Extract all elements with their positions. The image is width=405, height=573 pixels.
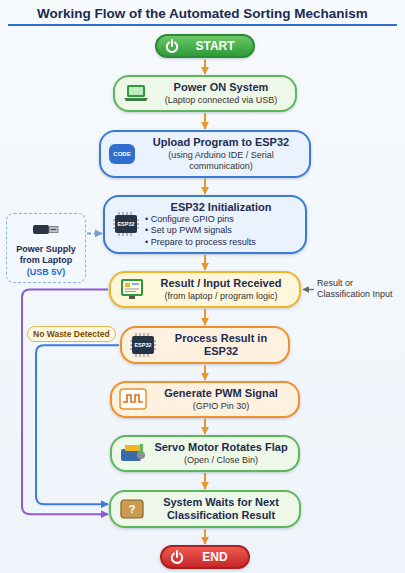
flow-arrow [204, 59, 206, 74]
power-icon [169, 549, 185, 565]
wave-icon [119, 387, 147, 411]
node-subtext: (USB 5V) [11, 267, 81, 278]
bullet-item: • Prepare to process results [145, 237, 297, 248]
flow-arrow [204, 529, 206, 544]
flow-arrow [204, 419, 206, 434]
power-symbol [164, 38, 180, 54]
motor-icon [119, 441, 147, 465]
leader-line [303, 289, 314, 290]
flow-arrow [204, 255, 206, 270]
icon-label: ESP32 [112, 212, 140, 236]
callout-note: Result or Classification Input [317, 278, 401, 300]
process-box: ESP32 ESP32 Initialization• Configure GPI… [103, 195, 307, 254]
flow-arrow [204, 179, 206, 194]
node-subtext: (Open / Close Bin) [152, 455, 290, 466]
box-icon: ? [118, 497, 146, 521]
chip-icon: ESP32 [112, 212, 140, 236]
node-heading: System Waits for Next Classification Res… [151, 496, 291, 522]
process-box: Servo Motor Rotates Flap(Open / Close Bi… [110, 435, 300, 472]
node-heading: END [192, 550, 238, 564]
wave-symbol [119, 387, 147, 411]
icon-label: ESP32 [129, 333, 157, 357]
node-heading: Power ON System [155, 81, 287, 94]
node-heading: Upload Program to ESP32 [141, 136, 301, 149]
node-heading: Result / Input Received [151, 277, 291, 290]
motor-symbol [119, 441, 147, 465]
process-box: CODE Upload Program to ESP32(using Arduin… [99, 130, 311, 178]
process-box: Generate PWM Signal(GPIO Pin 30) [110, 381, 300, 418]
node-heading: Generate PWM Signal [152, 387, 290, 400]
bullet-item: • Set up PWM signals [145, 225, 297, 236]
node-heading: ESP32 Initialization [145, 201, 297, 214]
process-box: Result / Input Received(from laptop / pr… [109, 271, 301, 308]
node-heading: Servo Motor Rotates Flap [152, 441, 290, 454]
node-heading: START [187, 39, 243, 53]
process-box: Power ON System(Laptop connected via USB… [113, 75, 297, 112]
terminal-pill: START [155, 34, 255, 58]
laptop-icon [122, 81, 150, 105]
flow-arrow [204, 365, 206, 380]
process-box: ESP32Process Result in ESP32 [120, 326, 290, 364]
code-icon: CODE [108, 142, 136, 166]
bullet-item: • Configure GPIO pins [145, 214, 297, 225]
flow-arrow [204, 113, 206, 129]
node-heading: Process Result in ESP32 [162, 332, 280, 358]
side-box: Power Supply from Laptop(USB 5V) [6, 213, 86, 283]
flow-arrow [22, 289, 108, 514]
flow-arrow [36, 345, 119, 504]
flow-arrow [204, 309, 206, 325]
terminal-pill: END [160, 545, 250, 569]
node-heading: Power Supply from Laptop [11, 244, 81, 266]
power-icon [164, 38, 180, 54]
usb-icon [31, 218, 61, 240]
usb-symbol [31, 218, 61, 240]
chip-icon: ESP32 [129, 333, 157, 357]
icon-label: ? [118, 497, 146, 521]
node-subtext: (using Arduino IDE / Serial communicatio… [141, 150, 301, 172]
node-subtext: (GPIO Pin 30) [152, 401, 290, 412]
node-subtext: (Laptop connected via USB) [155, 95, 287, 106]
screen-icon [118, 277, 146, 301]
process-box: ?System Waits for Next Classification Re… [109, 490, 301, 528]
diagram-title: Working Flow of the Automated Sorting Me… [8, 6, 397, 26]
laptop-symbol [122, 81, 150, 105]
icon-label: CODE [108, 142, 136, 166]
power-symbol [169, 549, 185, 565]
flow-arrow [87, 232, 102, 234]
flow-arrow [204, 473, 206, 489]
node-subtext: (from laptop / program logic) [151, 291, 291, 302]
edge-label: No Waste Detected [27, 326, 116, 342]
screen-symbol [118, 277, 146, 301]
